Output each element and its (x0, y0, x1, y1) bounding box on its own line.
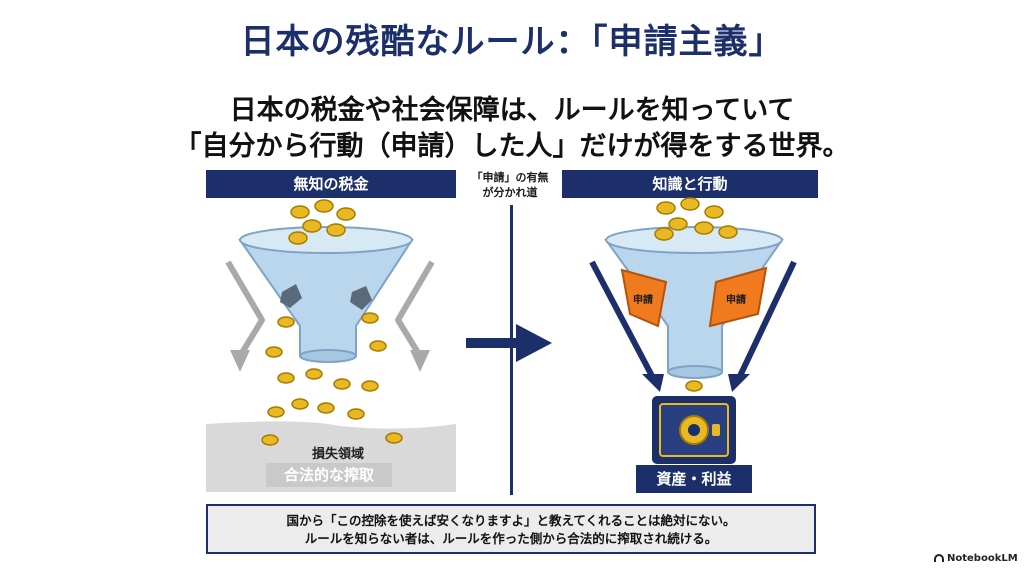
coins-left (261, 199, 403, 446)
patched-funnel (604, 226, 784, 379)
guide-arrow-left-head (642, 374, 664, 392)
left-panel-banner: 無知の税金 (206, 170, 456, 198)
patch-left-label: 申請 (633, 295, 653, 306)
conclusion-line-2: ルールを知らない者は、ルールを作った側から合法的に搾取され続ける。 (304, 531, 718, 546)
exploitation-label: 合法的な搾取 (266, 463, 392, 487)
safe (652, 396, 736, 464)
notebooklm-icon (934, 554, 944, 562)
guide-arrow-right (737, 260, 797, 378)
divider-label-line-2: が分かれ道 (482, 186, 538, 199)
divider-line (510, 205, 513, 495)
guide-arrow-left (589, 260, 655, 378)
conclusion-box: 国から「この控除を使えば安くなりますよ」と教えてくれることは絶対にない。 ルール… (206, 504, 816, 554)
conclusion-line-1: 国から「この控除を使えば安くなりますよ」と教えてくれることは絶対にない。 (286, 513, 736, 528)
coins-right (654, 197, 738, 392)
right-panel-banner: 知識と行動 (562, 170, 818, 198)
divider-label-line-1: 「申請」の有無 (471, 171, 549, 184)
subtitle-line-1: 日本の税金や社会保障は、ルールを知っていて (229, 95, 795, 126)
page-title: 日本の残酷なルール：「申請主義」 (240, 22, 784, 62)
assets-profit-label: 資産・利益 (636, 465, 752, 493)
leak-arrow-left (225, 260, 265, 358)
notebooklm-label: NotebookLM (947, 553, 1018, 564)
patch-left (620, 268, 668, 328)
patch-right-label: 申請 (726, 295, 746, 306)
guide-arrow-right-head (728, 374, 750, 392)
loss-area-label: 損失領域 (311, 447, 364, 462)
leak-arrow-right-head (410, 350, 430, 372)
safe-handle (712, 424, 720, 436)
notebooklm-logo: NotebookLM (934, 551, 1024, 567)
transition-arrow (466, 324, 552, 362)
leak-arrow-left-head (230, 350, 250, 372)
patch-right (708, 266, 768, 328)
crack-left (280, 284, 302, 308)
divider-label: 「申請」の有無 が分かれ道 (460, 170, 560, 200)
broken-funnel (238, 226, 414, 363)
crack-right (350, 286, 372, 310)
leak-arrow-right (395, 260, 435, 358)
subtitle-line-2: 「自分から行動（申請）した人」だけが得をする世界。 (174, 131, 850, 162)
